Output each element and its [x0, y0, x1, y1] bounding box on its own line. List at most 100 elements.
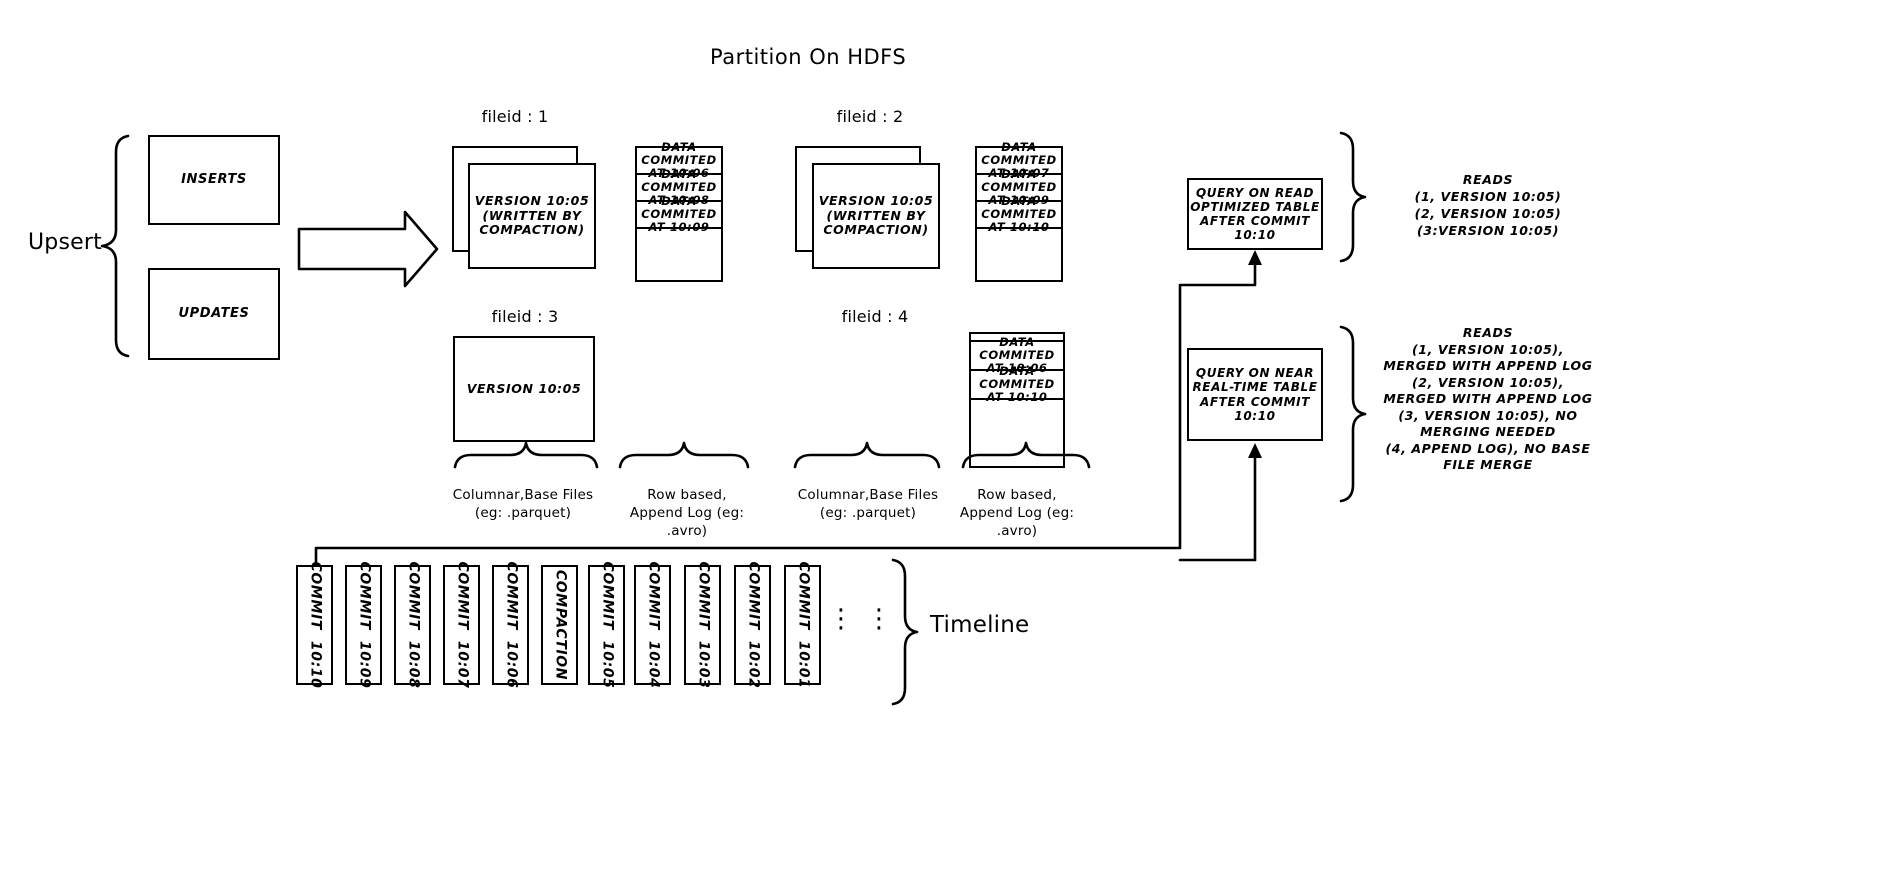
timeline-item-text: COMMIT 10:10 [306, 562, 323, 689]
timeline-item-label: COMMIT [694, 561, 711, 630]
log-entry: DATA COMMITED AT 10:06 [637, 140, 721, 180]
timeline-item-time: 10:03 [694, 640, 711, 689]
log-entry: DATA COMMITED AT 10:07 [977, 140, 1061, 180]
timeline-item-label: COMPACTION [551, 569, 568, 681]
timeline-item-text: COMPACTION [551, 570, 568, 680]
log-entry-line2: AT 10:10 [988, 220, 1050, 235]
page-title: Partition On HDFS [710, 45, 907, 69]
reads-line: (1, VERSION 10:05) [1414, 188, 1562, 204]
timeline-item-label: COMMIT [306, 561, 323, 630]
base-file-line: COMPACTION) [823, 222, 929, 238]
log-empty-space [971, 400, 1063, 466]
log-entry: DATA COMMITED AT 10:09 [977, 167, 1061, 207]
timeline-item-time: 10:01 [794, 640, 811, 689]
fileid-3-base-file: VERSION 10:05 [453, 336, 595, 442]
log-entry-line2: AT 10:09 [988, 193, 1050, 208]
log-empty-space [637, 229, 721, 278]
label-line: .avro) [666, 523, 708, 540]
log-entry: DATA COMMITED AT 10:10 [977, 194, 1061, 234]
timeline-item-text: COMMIT 10:06 [502, 562, 519, 689]
query-line: QUERY ON READ [1195, 185, 1315, 200]
timeline-item-label: COMMIT [502, 561, 519, 630]
log-entry-line1: DATA COMMITED [641, 166, 717, 194]
reads-line: MERGING NEEDED [1420, 424, 1556, 439]
query-read-optimized-box[interactable]: QUERY ON READ OPTIMIZED TABLE AFTER COMM… [1187, 178, 1323, 250]
log-entry: DATA COMMITED AT 10:09 [637, 194, 721, 234]
query-line: QUERY ON NEAR [1195, 366, 1315, 381]
timeline-item[interactable]: COMMIT 10:03 [684, 562, 721, 688]
label-line: Columnar,Base Files [452, 487, 594, 503]
log-entry-line2: AT 10:09 [648, 220, 710, 235]
label-line: Row based, [977, 487, 1057, 503]
reads-line: (2, VERSION 10:05), [1411, 374, 1565, 390]
timeline-item[interactable]: COMMIT 10:02 [734, 562, 771, 688]
timeline-item[interactable]: COMMIT 10:06 [492, 562, 529, 688]
label-line: (eg: .parquet) [474, 505, 572, 522]
brace-columnar-1 [453, 441, 599, 469]
timeline-item-label: COMMIT [644, 561, 661, 630]
log-entry-line1: DATA COMMITED [979, 363, 1055, 391]
log-entry-line1: DATA COMMITED [979, 334, 1055, 362]
reads-near-real-time: READS (1, VERSION 10:05), MERGED WITH AP… [1352, 325, 1624, 474]
log-entry: DATA COMMITED AT 10:10 [971, 364, 1063, 404]
fileid-1-log-file: DATA COMMITED AT 10:06 DATA COMMITED AT … [635, 140, 723, 282]
timeline-item-time: 10:05 [598, 640, 615, 689]
timeline-item-time: 10:04 [644, 640, 661, 689]
timeline-ellipsis-1: ⋮ [828, 604, 854, 634]
arrowhead-read-optimized [1248, 250, 1262, 265]
reads-line: (3:VERSION 10:05) [1416, 222, 1560, 238]
fileid-4-header: fileid : 4 [841, 307, 909, 326]
row-based-append-log-label-1: Row based, Append Log (eg: .avro) [602, 486, 772, 541]
timeline-item-text: COMMIT 10:09 [355, 562, 372, 689]
updates-label: UPDATES [178, 306, 250, 322]
commit-arrow-label: Commit 10:10 [322, 237, 425, 253]
reads-line: MERGED WITH APPEND LOG [1383, 391, 1593, 406]
inserts-box: INSERTS [148, 135, 280, 225]
timeline-item[interactable]: COMMIT 10:08 [394, 562, 431, 688]
query-line: AFTER COMMIT [1199, 214, 1311, 228]
reads-line: (1, VERSION 10:05), [1411, 341, 1565, 357]
timeline-item[interactable]: COMMIT 10:10 [296, 562, 333, 688]
timeline-item[interactable]: COMMIT 10:07 [443, 561, 480, 688]
reads-line: READS [1462, 325, 1514, 340]
timeline-item-text: COMMIT 10:03 [694, 562, 711, 689]
label-line: Row based, [647, 487, 727, 503]
label-line: Append Log (eg: [629, 505, 745, 522]
label-line: Append Log (eg: [959, 505, 1075, 522]
timeline-item-label: COMMIT [744, 561, 761, 630]
timeline-item-label: COMMIT [598, 561, 615, 630]
timeline-item-text: COMMIT 10:02 [744, 562, 761, 689]
timeline-item-text: COMMIT 10:05 [598, 562, 615, 689]
query-near-real-time-box[interactable]: QUERY ON NEAR REAL-TIME TABLE AFTER COMM… [1187, 348, 1323, 441]
query-line: 10:10 [1234, 408, 1276, 423]
base-file-line: (WRITTEN BY [482, 207, 582, 223]
columnar-base-files-label-1: Columnar,Base Files (eg: .parquet) [428, 486, 618, 522]
reads-line: READS [1462, 172, 1514, 187]
reads-read-optimized: READS (1, VERSION 10:05) (2, VERSION 10:… [1358, 172, 1618, 240]
reads-line: FILE MERGE [1443, 457, 1533, 472]
base-file-line: VERSION 10:05 [818, 192, 934, 208]
log-entry-line1: DATA COMMITED [981, 139, 1057, 167]
log-entry-line2: AT 10:06 [648, 166, 710, 181]
reads-line: (4, APPEND LOG), NO BASE [1385, 440, 1591, 456]
fileid-1-base-file: VERSION 10:05 (WRITTEN BY COMPACTION) [468, 163, 596, 269]
reads-line: (3, VERSION 10:05), NO [1398, 407, 1578, 423]
timeline-item[interactable]: COMMIT 10:09 [345, 562, 382, 688]
timeline-item[interactable]: COMMIT 10:04 [634, 561, 671, 688]
timeline-item-text: COMMIT 10:08 [404, 562, 421, 689]
inserts-label: INSERTS [181, 172, 247, 188]
timeline-item-compaction[interactable]: COMPACTION [541, 565, 578, 685]
timeline-item[interactable]: COMMIT 10:05 [588, 562, 625, 688]
row-based-append-log-label-2: Row based, Append Log (eg: .avro) [932, 486, 1102, 541]
timeline-item-label: COMMIT [453, 561, 470, 630]
fileid-3-header: fileid : 3 [491, 307, 559, 326]
log-entry-line1: DATA COMMITED [981, 193, 1057, 221]
label-line: .avro) [996, 523, 1038, 540]
timeline-item-time: 10:10 [306, 640, 323, 689]
timeline-item-time: 10:02 [744, 640, 761, 689]
fileid-2-header: fileid : 2 [836, 107, 904, 126]
timeline-item[interactable]: COMMIT 10:01 [784, 562, 821, 688]
reads-line: MERGED WITH APPEND LOG [1383, 358, 1593, 373]
arrowhead-near-real-time [1248, 443, 1262, 458]
timeline-ellipsis-2: ⋮ [866, 604, 892, 634]
